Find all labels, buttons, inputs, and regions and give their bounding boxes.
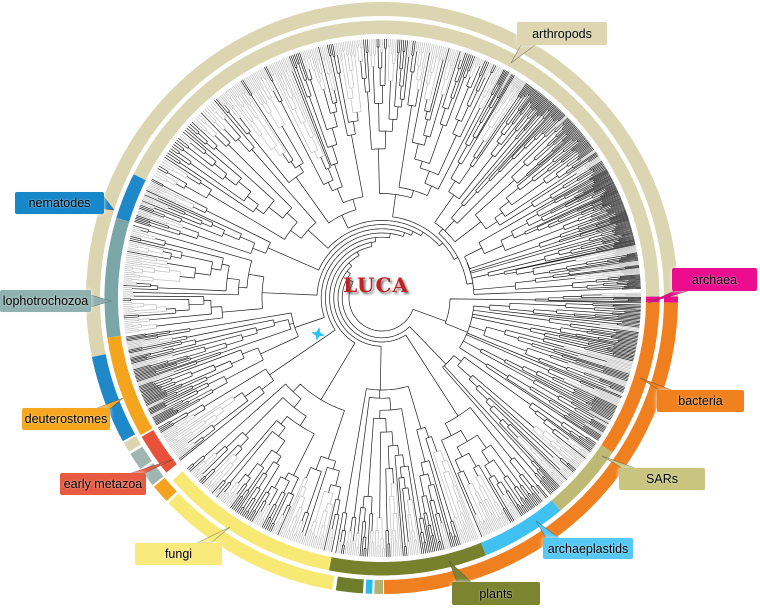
ring-segment-archaeplastids-sky bbox=[480, 500, 561, 556]
pointer-lophotrochozoa bbox=[90, 294, 113, 308]
tree-edges bbox=[123, 38, 642, 558]
ring-segment-plants-olive bbox=[329, 542, 486, 576]
ring-segment-outer-blue bbox=[91, 354, 136, 442]
clade-label-archaea: archaea bbox=[672, 268, 757, 291]
ring-segment-outer-magenta bbox=[664, 296, 678, 303]
ring-segment-bacteria-orange bbox=[601, 302, 660, 453]
clade-label-arthropods: arthropods bbox=[517, 22, 607, 45]
ring-segment-archaea-magenta bbox=[646, 296, 660, 303]
pointer-arthropods bbox=[510, 44, 536, 64]
ring-segment-deuterostomes-amber bbox=[107, 335, 153, 436]
luca-root-label: LUCA bbox=[343, 273, 409, 297]
pointer-archaea bbox=[647, 290, 689, 304]
ring-segment-outer-cyan-sliver bbox=[365, 579, 373, 594]
cyan-star-node-marker bbox=[311, 327, 325, 341]
clade-label-early-metazoa: early metazoa bbox=[60, 473, 146, 495]
pointer-nematodes bbox=[103, 196, 115, 211]
clade-label-plants: plants bbox=[452, 582, 540, 605]
ring-segment-outer-tan-sliver bbox=[123, 436, 141, 452]
ring-segment-outer-orange-sliver bbox=[153, 477, 177, 501]
ring-segment-fungi-yellow bbox=[172, 471, 332, 571]
clade-label-sars: SARs bbox=[619, 468, 705, 490]
ring-segment-outer-yellow bbox=[168, 493, 335, 590]
clade-label-bacteria: bacteria bbox=[657, 390, 744, 412]
ring-segment-nematodes-blue bbox=[116, 174, 146, 222]
clade-label-archaeplastids: archaeplastids bbox=[543, 538, 633, 559]
ring-segment-outer-gray-1 bbox=[130, 446, 152, 469]
ring-segment-sars-khaki bbox=[551, 444, 613, 511]
clade-label-nematodes: nematodes bbox=[15, 192, 104, 214]
ring-segment-outer-tanolive bbox=[374, 579, 383, 594]
clade-label-fungi: fungi bbox=[135, 543, 222, 565]
clade-label-deuterostomes: deuterostomes bbox=[22, 408, 110, 430]
ring-segment-outer-olive bbox=[335, 576, 364, 594]
ring-segment-lophotrochozoa-teal bbox=[104, 217, 130, 338]
clade-label-lophotrochozoa: lophotrochozoa bbox=[0, 290, 91, 312]
